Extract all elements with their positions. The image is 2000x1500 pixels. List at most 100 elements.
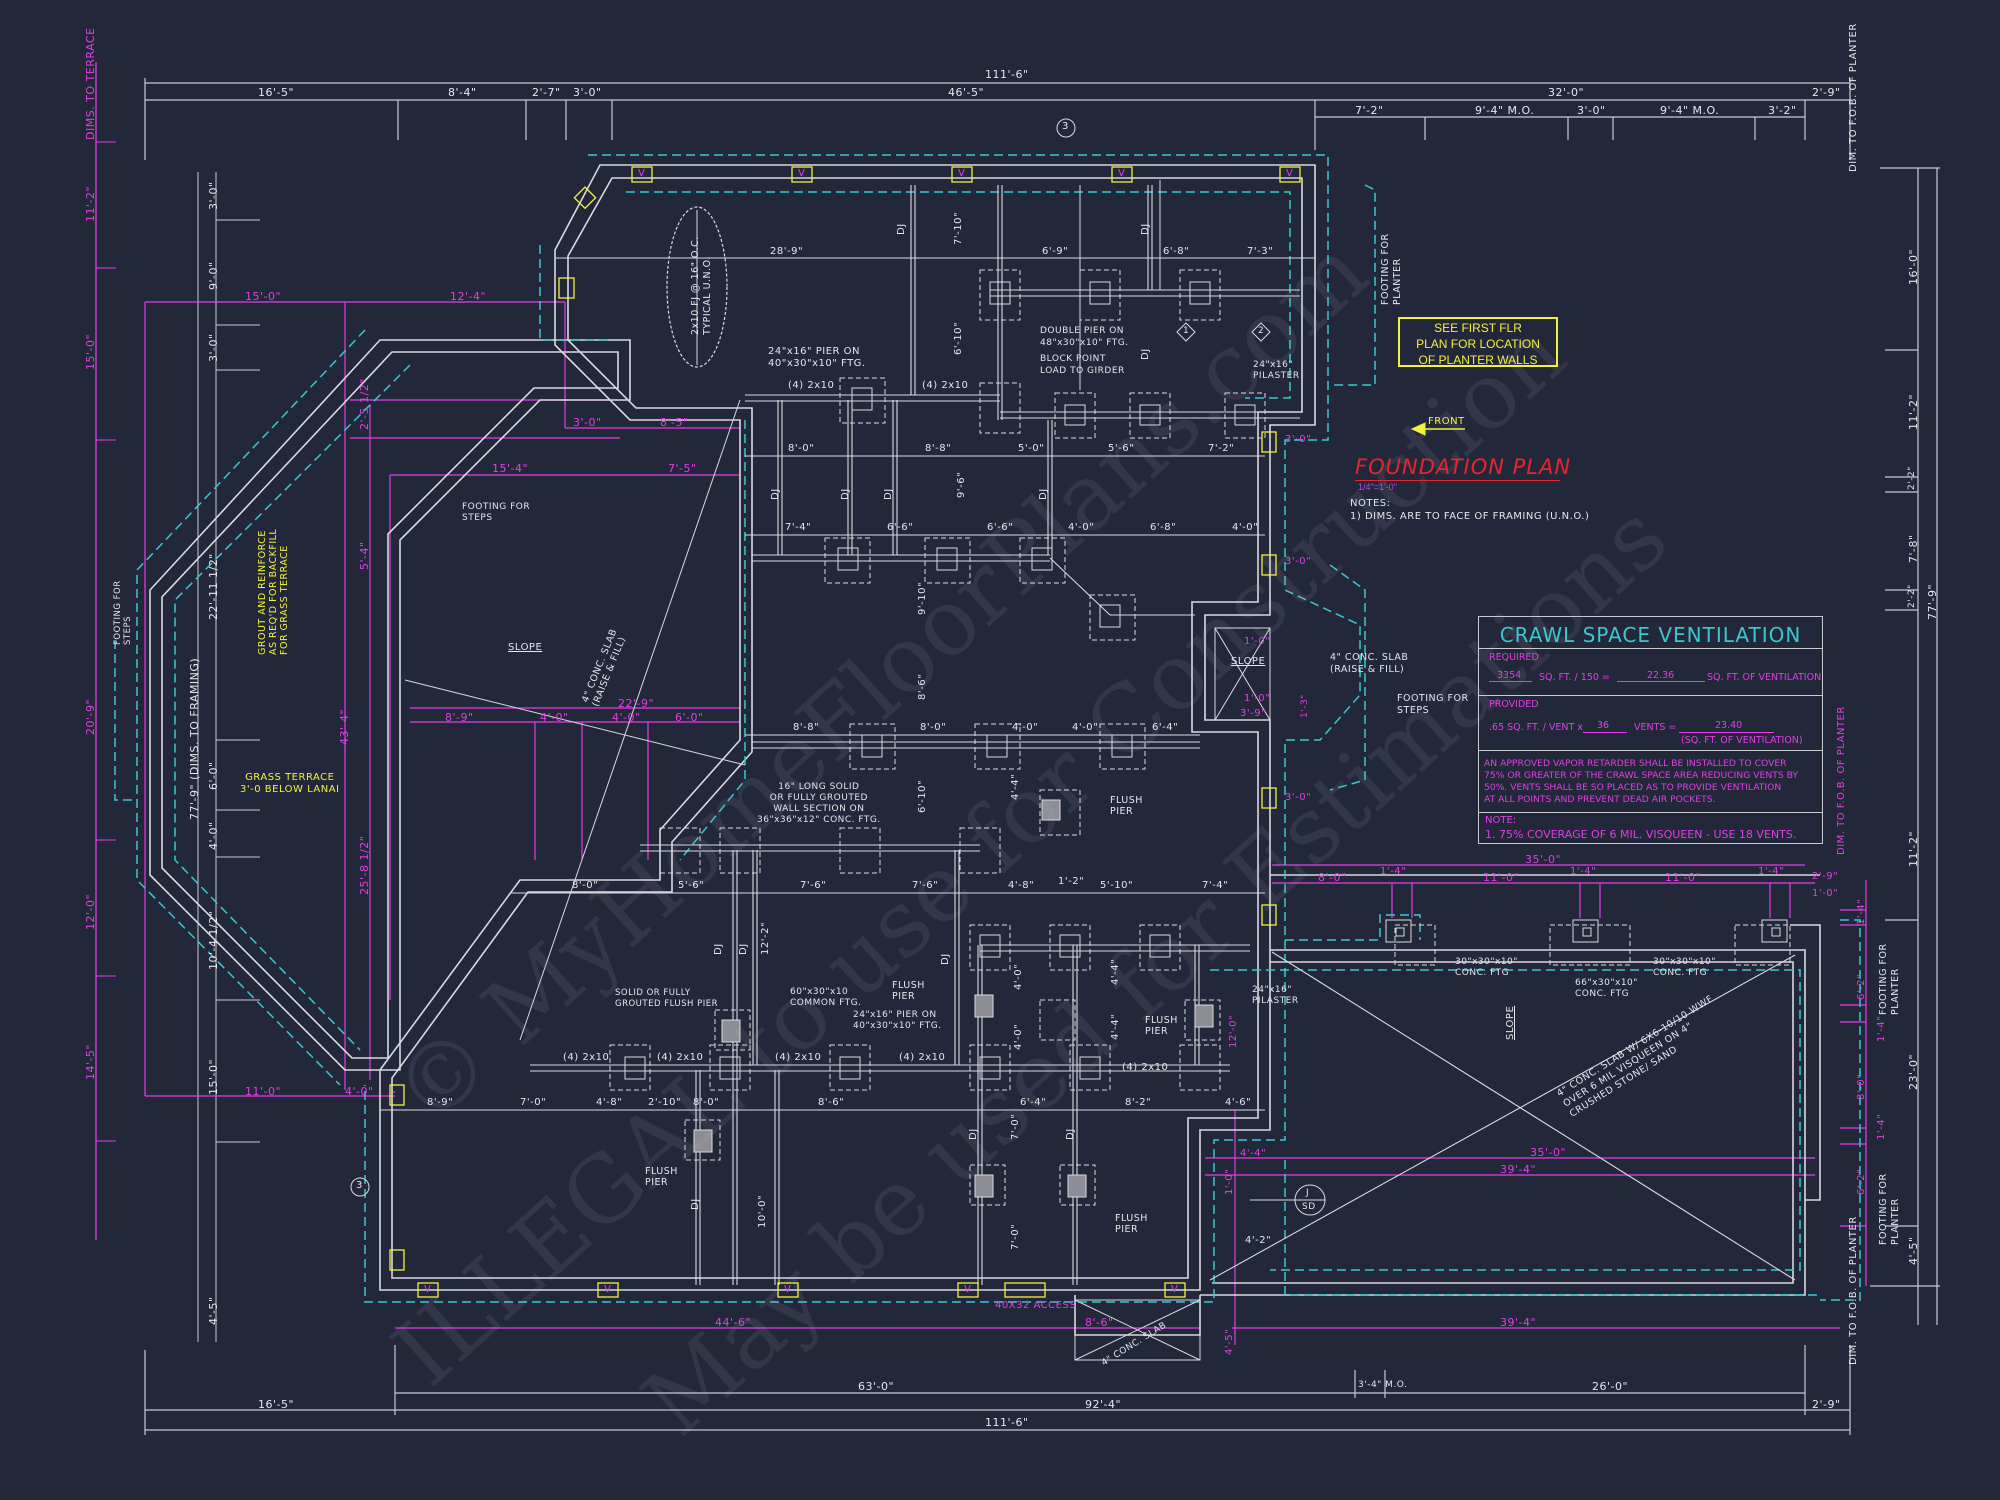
terrace-slab-lines: [404, 399, 746, 1041]
required-label: REQUIRED: [1489, 652, 1539, 663]
joist-note: 2x10 FJ @ 16" O.C.TYPICAL U.N.O.: [690, 236, 713, 335]
girder-label: (4) 2x10: [1122, 1062, 1169, 1073]
dj-label: DJ: [770, 488, 781, 500]
terrace-dimensions: [144, 301, 1840, 1329]
dim-int: 2'-10": [648, 1097, 682, 1108]
planter-dim-note-top: DIM. TO F.O.B. OF PLANTER: [1848, 23, 1859, 172]
dim-int: 8'-9": [427, 1097, 454, 1108]
dim-top: 8'-4": [448, 86, 477, 99]
planter-dim-note-bottom: DIM. TO F.O.B. OF PLANTER: [1848, 1216, 1859, 1365]
front-label: FRONT: [1428, 416, 1465, 427]
dim-front: 44'-6": [715, 1316, 752, 1329]
dim-top-3: 9'-4" M.O.: [1660, 104, 1720, 117]
provided-label: PROVIDED: [1489, 699, 1539, 710]
girder-label: (4) 2x10: [563, 1052, 610, 1063]
dim-int: 8'-0": [693, 1097, 720, 1108]
dim-int: 6'-8": [1163, 246, 1190, 257]
dim-int: 6'-8": [1150, 522, 1177, 533]
girder-label: (4) 2x10: [922, 380, 969, 391]
dim-int: 4'-8": [596, 1097, 623, 1108]
dim-int: 7'-0": [520, 1097, 547, 1108]
dim-int-v: 7'-0": [1010, 1223, 1021, 1250]
dim-bottom: 92'-4": [1085, 1398, 1122, 1411]
dj-label: DJ: [940, 953, 951, 965]
dj-label: DJ: [1038, 488, 1049, 500]
dj-label: DJ: [1065, 1128, 1076, 1140]
dj-label: DJ: [1140, 223, 1151, 235]
pilaster-note-top: 24"x16"PILASTER: [1253, 360, 1300, 381]
dim-top: 32'-0": [1548, 86, 1585, 99]
provided-eq: VENTS =: [1634, 722, 1677, 733]
dim-garage: 1'-0": [1812, 888, 1839, 899]
dim-garage: 35'-0": [1525, 853, 1562, 866]
dim-terrace: 3'-0": [573, 416, 602, 429]
dim-slab: 3'-0": [1285, 556, 1312, 567]
dim-slab: 3'-9": [1240, 708, 1267, 719]
vent-title-row: CRAWL SPACE VENTILATION: [1479, 617, 1822, 649]
foundation-walls: [149, 164, 1821, 1336]
dim-left-note: DIMS. TO TERRACE: [84, 27, 97, 140]
dim-int: 5'-0": [1018, 443, 1045, 454]
crawl-space-ventilation-table: CRAWL SPACE VENTILATION REQUIRED 3354 SQ…: [1478, 616, 1823, 844]
dim-garage: 1'-4": [1758, 866, 1785, 877]
dim-top-3: 7'-2": [1355, 104, 1384, 117]
plan-scale: 1/4"=1'-0": [1358, 482, 1397, 492]
provided-unit: (SQ. FT. OF VENTILATION): [1681, 735, 1803, 746]
dim-int: 7'-3": [1247, 246, 1274, 257]
dim-top: 2'-9": [1812, 86, 1841, 99]
dim-right: 11'-2": [1907, 393, 1920, 430]
dim-right-m: 1'-4": [1876, 1015, 1887, 1042]
dim-terrace: 25'-8 1/2": [358, 835, 371, 895]
dim-terrace: 43'-4": [338, 708, 351, 745]
callout-3: 3: [356, 1180, 363, 1191]
dim-int: 6'-6": [887, 522, 914, 533]
dim-terrace: 15'-0": [245, 290, 282, 303]
dim-garage: 4'-2": [1245, 1235, 1272, 1246]
dim-int: 1'-2": [1058, 876, 1085, 887]
dim-garage: 39'-4": [1500, 1316, 1537, 1329]
dim-int: 5'-6": [1108, 443, 1135, 454]
dim-int-v: 7'-0": [1010, 1113, 1021, 1140]
garage-slab-diagonals: [1209, 951, 1796, 1281]
dim-slab: 1'-0": [1244, 636, 1271, 647]
footing-outlines: [114, 154, 1861, 1303]
title-underline: [1355, 480, 1560, 481]
girder-label: (4) 2x10: [899, 1052, 946, 1063]
dim-int: 8'-0": [788, 443, 815, 454]
dim-left: 11'-2": [84, 185, 97, 222]
right-magenta-dimensions: [1840, 880, 1867, 1286]
dim-garage: 11'-0": [1483, 871, 1520, 884]
dim-int: 7'-6": [912, 880, 939, 891]
right-dimensions: [1870, 167, 1940, 1325]
vent-provided-row: PROVIDED .65 SQ. FT. / VENT x 36 VENTS =…: [1479, 695, 1822, 751]
dim-int: 6'-9": [1042, 246, 1069, 257]
required-unit: SQ. FT. OF VENTILATION: [1707, 672, 1822, 683]
dim-int: 6'-4": [1152, 722, 1179, 733]
callout-1: 1: [1183, 326, 1190, 336]
dim-right: 16'-0": [1907, 248, 1920, 285]
dim-int-v: 9'-10": [917, 581, 928, 615]
provided-result: 23.40: [1715, 720, 1743, 731]
dim-left: 14'-5": [84, 1043, 97, 1080]
dim-garage: 11'-0": [1665, 871, 1702, 884]
dim-terrace: 4'-0": [540, 711, 569, 724]
dim-right-m: 6'-2": [1856, 1168, 1867, 1195]
vent-note-text: 1. 75% COVERAGE OF 6 MIL. VISQUEEN - USE…: [1485, 828, 1797, 841]
dim-slab: 3'-0": [1285, 792, 1312, 803]
vent-note-row: NOTE: 1. 75% COVERAGE OF 6 MIL. VISQUEEN…: [1479, 812, 1822, 845]
section-mark-top: J: [1306, 1188, 1310, 1198]
stair-slab: [1074, 627, 1271, 1361]
dim-int-v: 12'-2": [760, 921, 771, 955]
dim-top-overall: 111'-6": [985, 68, 1029, 81]
dim-terrace: 6'-0": [675, 711, 704, 724]
dim-int-v: 6'-10": [917, 779, 928, 813]
dj-label: DJ: [690, 1198, 701, 1210]
